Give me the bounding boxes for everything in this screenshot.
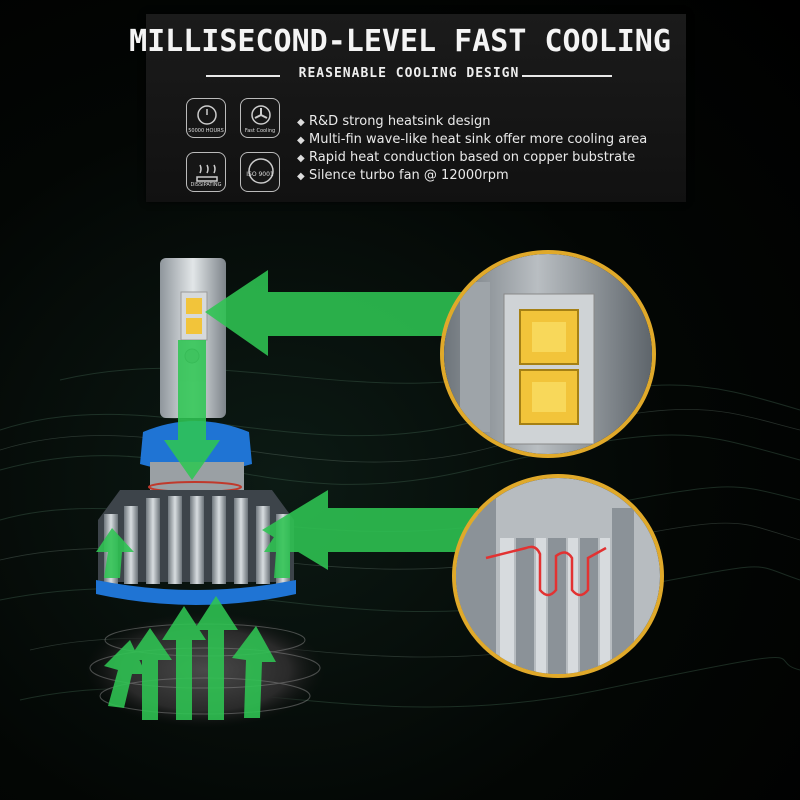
led-chip <box>186 318 202 334</box>
arrow-to-heatsink-zoom <box>262 490 478 570</box>
badge-caption: ISO 9001 <box>246 171 274 178</box>
subtitle-rule-left <box>206 75 280 77</box>
feature-item: ◆Multi-fin wave-like heat sink offer mor… <box>297 132 648 147</box>
arrow-down-head <box>164 340 220 480</box>
badge-caption: DISSIPATING <box>190 182 222 188</box>
diamond-bullet-icon: ◆ <box>297 171 305 182</box>
hours-dial-icon: 50000 HOURS <box>186 98 226 138</box>
badge-caption: 50000 HOURS <box>188 128 224 134</box>
airflow-arrows <box>96 270 478 720</box>
diamond-bullet-icon: ◆ <box>297 153 305 164</box>
header-panel <box>146 14 686 202</box>
heatsink-zoom <box>452 474 664 678</box>
diamond-bullet-icon: ◆ <box>297 117 305 128</box>
subtitle-row: REASENABLE COOLING DESIGN <box>206 66 612 84</box>
led-chip-closeup <box>444 254 652 454</box>
arrow-to-chip-zoom <box>205 270 470 356</box>
led-chip <box>186 298 202 314</box>
heat-path <box>485 545 607 597</box>
led-chip-zoom <box>440 250 656 458</box>
badge-caption: Fast Cooling <box>244 128 276 134</box>
feature-list: ◆R&D strong heatsink design ◆Multi-fin w… <box>297 114 647 186</box>
feature-item: ◆R&D strong heatsink design <box>297 114 491 129</box>
diamond-bullet-icon: ◆ <box>297 135 305 146</box>
heatsink-closeup <box>456 478 660 674</box>
iso-9001-icon: ISO 9001 <box>240 152 280 192</box>
feature-item: ◆Rapid heat conduction based on copper b… <box>297 150 636 165</box>
feature-item: ◆Silence turbo fan @ 12000rpm <box>297 168 509 183</box>
subtitle: REASENABLE COOLING DESIGN <box>298 66 520 81</box>
page-title: MILLISECOND-LEVEL FAST COOLING <box>129 24 671 59</box>
blue-base-ring <box>96 580 296 605</box>
fan-icon: Fast Cooling <box>240 98 280 138</box>
subtitle-rule-right <box>522 75 612 77</box>
heat-dissipating-icon: DISSIPATING <box>186 152 226 192</box>
